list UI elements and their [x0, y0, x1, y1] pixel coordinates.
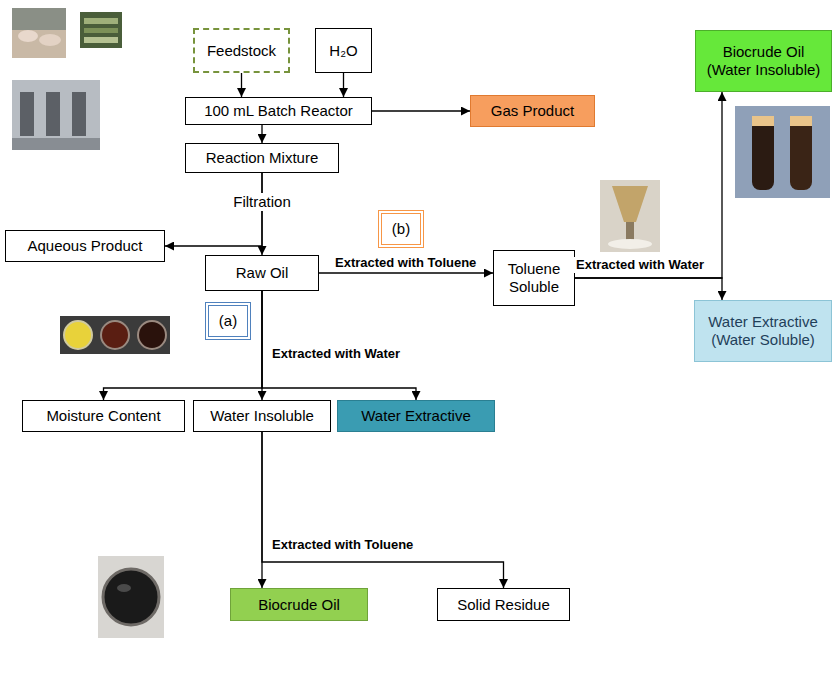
connector-arrow [241, 73, 242, 97]
box-text: 100 mL Batch Reactor [204, 102, 353, 120]
biocrude-tubes-photo [735, 106, 830, 198]
box-text: (Water Soluble) [711, 331, 815, 349]
edge-label: Extracted with Water [270, 346, 402, 362]
product-box: Biocrude Oil [230, 588, 368, 621]
box-text: Reaction Mixture [206, 149, 319, 167]
callout-box: (a) [205, 302, 251, 340]
product-box: Aqueous Product [5, 230, 165, 262]
edge-label: Extracted with Toluene [333, 255, 478, 271]
process-box: Toluene Soluble [493, 250, 575, 306]
product-box: Gas Product [470, 95, 595, 127]
box-text: Solid Residue [457, 596, 550, 614]
box-text: Biocrude Oil [723, 43, 805, 61]
edge-label: Filtration [231, 193, 293, 211]
process-box: Water Insoluble [193, 400, 331, 432]
connector-arrow [575, 92, 722, 278]
box-text: Water Insoluble [210, 407, 314, 425]
edge-label: Extracted with Toluene [270, 537, 415, 553]
reactor-photo [12, 80, 100, 150]
connector-arrow [262, 291, 416, 400]
box-text: (b) [392, 220, 410, 238]
connector-arrow [319, 272, 493, 273]
livestock-photo [12, 8, 66, 58]
product-box: Water Extractive(Water Soluble) [694, 300, 832, 362]
connector-arrow [104, 291, 263, 400]
box-text: H₂O [329, 42, 357, 60]
connector-arrow [372, 110, 470, 111]
box-text: Moisture Content [46, 407, 160, 425]
box-text: Biocrude Oil [258, 596, 340, 614]
product-box: Solid Residue [437, 588, 570, 621]
oil-vials-photo [60, 316, 170, 354]
connector-arrow [575, 278, 722, 300]
edge-label: Extracted with Water [574, 257, 706, 273]
product-box: Moisture Content [22, 400, 185, 432]
connector-arrow [261, 125, 262, 143]
process-box: Raw Oil [205, 255, 319, 291]
algae-photo [80, 12, 122, 48]
reactor-box: 100 mL Batch Reactor [185, 97, 372, 125]
box-text: Water Extractive [708, 313, 817, 331]
process-box: Reaction Mixture [185, 143, 339, 173]
feedstock-box: Feedstock [193, 28, 290, 73]
box-text: (Water Insoluble) [707, 61, 821, 79]
box-text: Raw Oil [236, 264, 289, 282]
biocrude-oil-photo [98, 556, 164, 638]
input-box: H₂O [315, 28, 372, 73]
callout-box: (b) [378, 210, 424, 248]
funnel-photo [600, 180, 660, 252]
box-text: Gas Product [491, 102, 574, 120]
box-text: (a) [219, 312, 237, 330]
box-text: Feedstock [207, 42, 276, 60]
box-text: Aqueous Product [27, 237, 142, 255]
connector-arrow [343, 73, 344, 97]
product-box: Water Extractive [337, 400, 495, 432]
connector-arrow [262, 432, 504, 588]
product-box: Biocrude Oil(Water Insoluble) [695, 30, 832, 92]
box-text: Water Extractive [361, 407, 470, 425]
box-text: Toluene Soluble [494, 260, 574, 296]
